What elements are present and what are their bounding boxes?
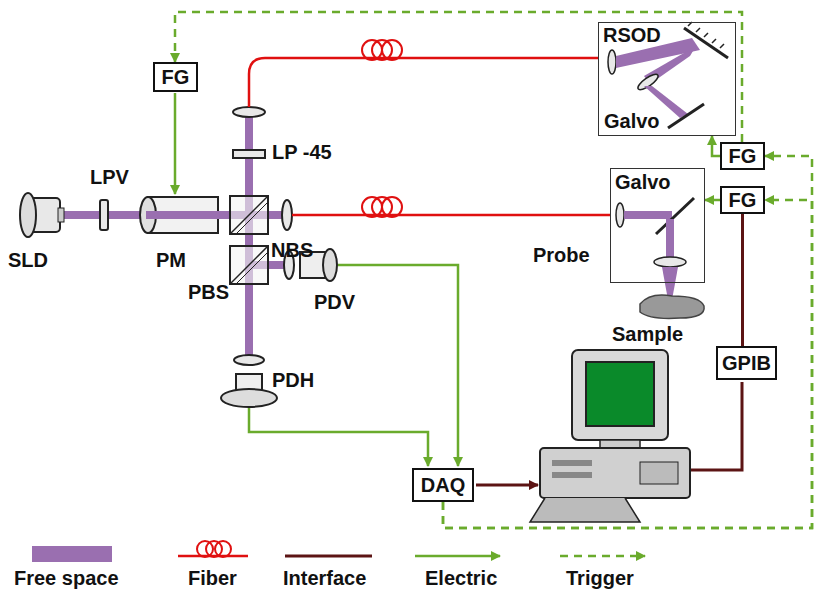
part-label: PM xyxy=(156,248,186,272)
trigger-line xyxy=(175,12,742,142)
phase-modulator xyxy=(140,197,220,233)
box-title: RSOD xyxy=(603,23,661,47)
part-label: PDH xyxy=(272,368,314,392)
daq-box: DAQ xyxy=(412,468,474,502)
probe-optics xyxy=(616,198,694,300)
part-label: LP -45 xyxy=(272,140,332,164)
part-label: PDV xyxy=(314,290,355,314)
legend-text: Fiber xyxy=(188,566,237,590)
polarizer xyxy=(233,150,265,158)
trigger-line xyxy=(443,200,812,528)
part-label: LPV xyxy=(90,165,129,189)
part-label: Sample xyxy=(612,322,683,346)
fiber-coil xyxy=(362,40,402,217)
box-title: FG xyxy=(162,65,190,89)
electric-line xyxy=(712,136,720,156)
rsod-housing: RSOD Galvo xyxy=(598,22,736,136)
trigger-line xyxy=(443,156,812,528)
box-title: GPIB xyxy=(722,351,771,375)
gpib-box: GPIB xyxy=(716,346,777,380)
box-title: Galvo xyxy=(615,170,671,194)
box-title: FG xyxy=(729,144,757,168)
legend-text: Free space xyxy=(14,566,119,590)
electric-line xyxy=(705,199,720,202)
legend-text: Electric xyxy=(425,566,497,590)
box-text: Probe xyxy=(533,243,590,267)
pbs-cube xyxy=(230,246,268,284)
box-text: Galvo xyxy=(604,109,660,133)
part-label: PBS xyxy=(188,280,229,304)
function-generator: FG xyxy=(153,62,198,92)
legend-swatch xyxy=(32,546,112,562)
function-generator: FG xyxy=(720,142,765,170)
nbs-cube xyxy=(230,196,268,234)
pdh-detector xyxy=(221,374,277,407)
legend-samples xyxy=(178,541,645,557)
sld-source xyxy=(20,193,64,237)
probe-housing: GalvoProbe xyxy=(610,168,705,283)
box-title: DAQ xyxy=(421,473,465,497)
polarizer xyxy=(100,200,108,230)
sample-blob xyxy=(640,295,704,318)
legend-text: Trigger xyxy=(566,566,634,590)
box-title: FG xyxy=(729,188,757,212)
function-generator: FG xyxy=(720,186,765,214)
part-label: SLD xyxy=(8,248,48,272)
part-label: NBS xyxy=(271,238,313,262)
computer xyxy=(530,350,690,522)
legend-text: Interface xyxy=(283,566,366,590)
interface-line xyxy=(741,214,744,346)
